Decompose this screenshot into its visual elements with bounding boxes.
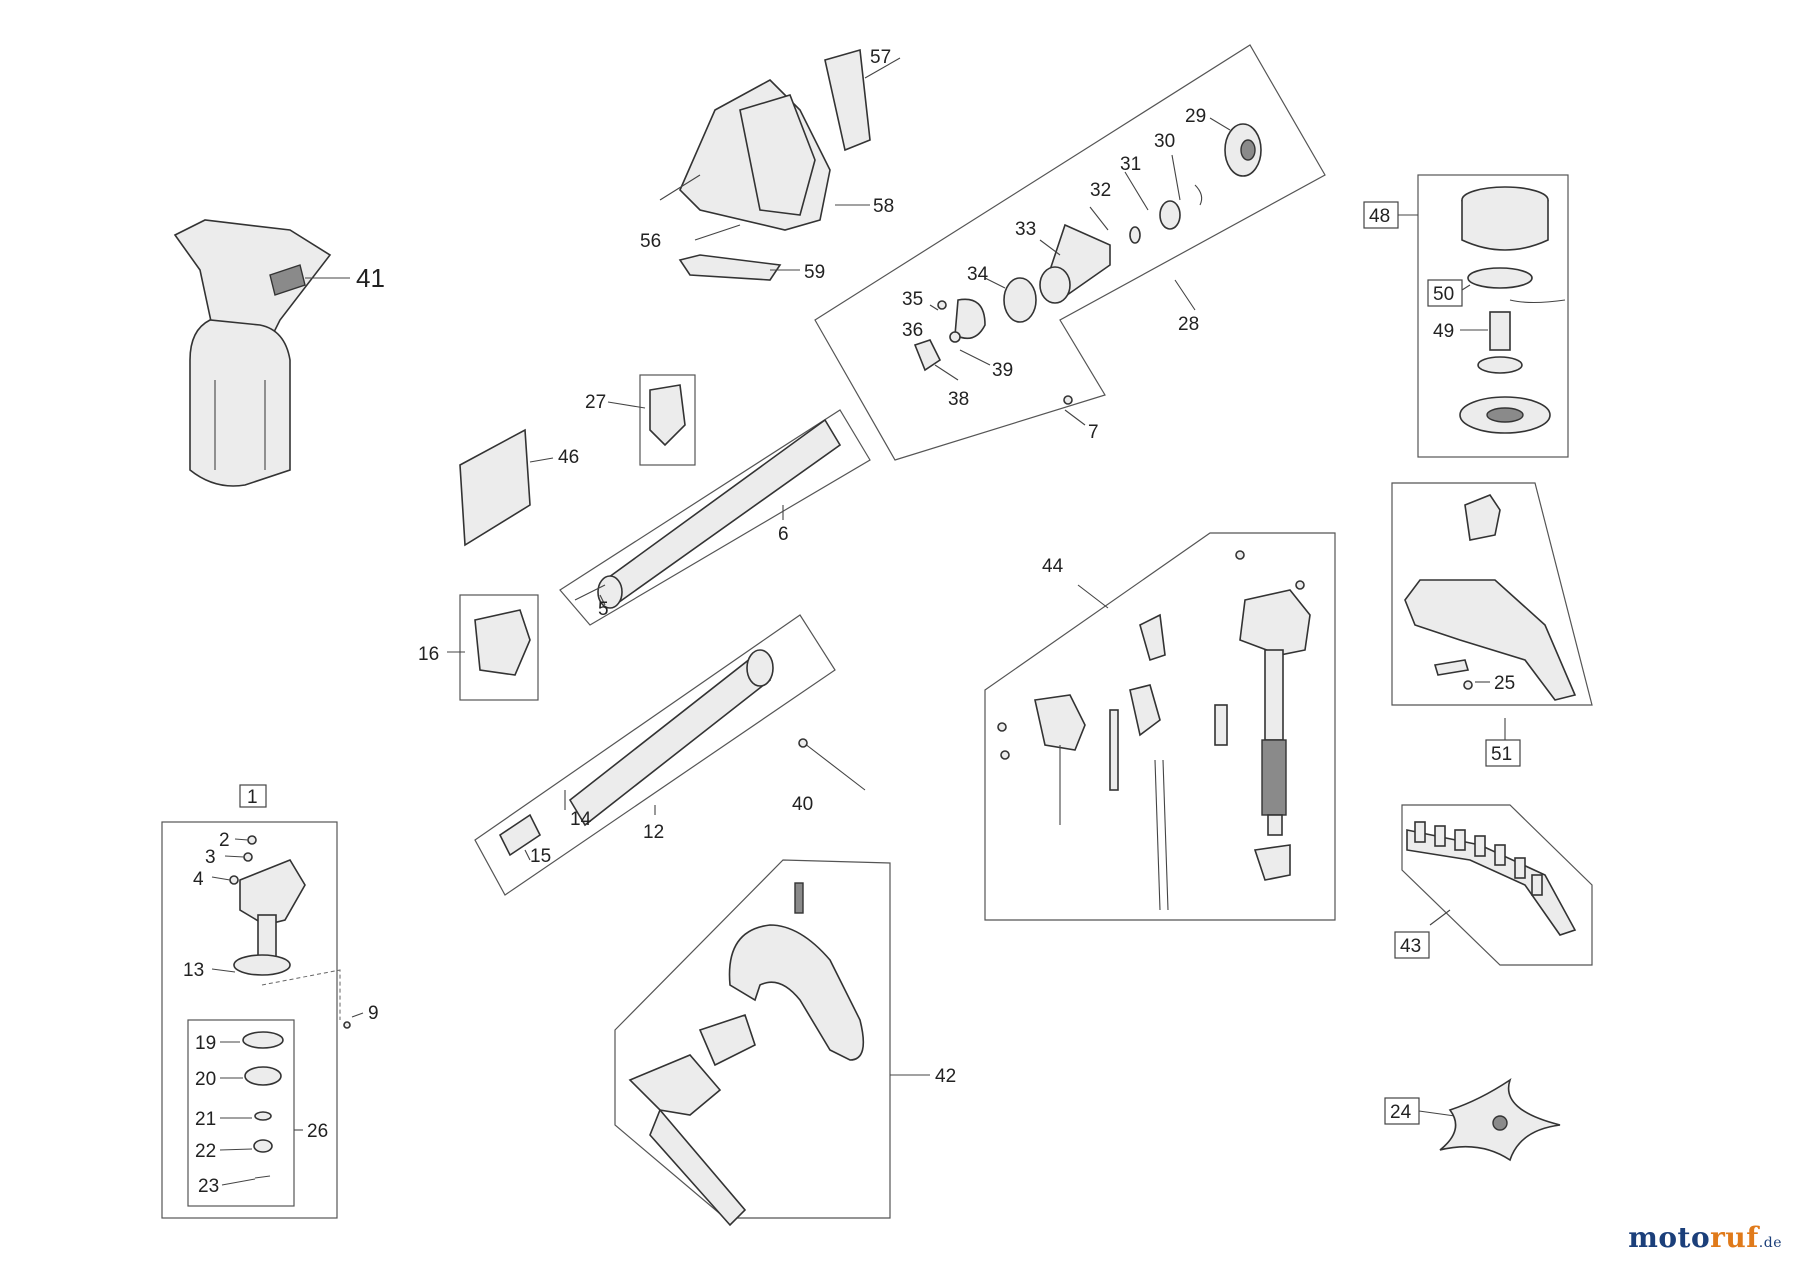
frame-27: [639, 374, 696, 466]
brand-logo: motoruf.de: [1628, 1221, 1782, 1254]
box-label-51-frame: [1485, 739, 1521, 767]
clamp-16: [474, 609, 531, 676]
frame-44: [984, 532, 1336, 921]
label-32: 32: [1090, 180, 1111, 201]
frame-48: [1417, 174, 1569, 458]
label-1: 1: [247, 787, 258, 808]
handle-42: [628, 882, 865, 1227]
clutch-parts: [913, 117, 1262, 426]
label-23: 23: [198, 1176, 219, 1197]
box-label-1-frame: [239, 784, 267, 808]
label-9: 9: [368, 1003, 379, 1024]
label-24: 24: [1390, 1102, 1412, 1123]
frame-42: [614, 859, 891, 1219]
label-12: 12: [643, 822, 664, 843]
cable-tie-40: [799, 739, 866, 791]
label-48: 48: [1369, 206, 1390, 227]
frame-12: [474, 614, 836, 896]
frame-1: [161, 821, 338, 1219]
label-44: 44: [1042, 556, 1064, 577]
label-57: 57: [870, 47, 891, 68]
label-33: 33: [1015, 219, 1036, 240]
label-7: 7: [1088, 422, 1099, 443]
logo-text-part1: moto: [1628, 1221, 1711, 1254]
label-5: 5: [598, 599, 609, 620]
label-16: 16: [418, 644, 439, 665]
throttle-parts-44: [997, 550, 1311, 911]
label-25: 25: [1494, 673, 1515, 694]
label-39: 39: [992, 360, 1013, 381]
harness-41: [173, 219, 350, 487]
label-3: 3: [205, 847, 216, 868]
label-50: 50: [1433, 284, 1454, 305]
gear-head-1: [229, 835, 306, 976]
shaft-12: [568, 653, 772, 827]
label-41: 41: [356, 263, 385, 293]
box-label-50-frame: [1427, 279, 1463, 307]
frame-16: [459, 594, 539, 701]
frame-6: [559, 409, 871, 626]
label-14: 14: [570, 809, 592, 830]
label-56: 56: [640, 231, 661, 252]
label-29: 29: [1185, 106, 1206, 127]
label-46: 46: [558, 447, 579, 468]
frame-51: [1391, 482, 1593, 706]
plate-46: [459, 428, 531, 547]
label-59: 59: [804, 262, 825, 283]
label-27: 27: [585, 392, 606, 413]
box-label-48-frame: [1363, 201, 1399, 229]
clamp-27: [649, 384, 686, 447]
frame-28: [814, 44, 1326, 461]
label-42: 42: [935, 1066, 956, 1087]
label-36: 36: [902, 320, 923, 341]
label-38: 38: [948, 389, 969, 410]
label-40: 40: [792, 794, 813, 815]
label-58: 58: [873, 196, 894, 217]
engine-cover: [659, 48, 901, 281]
guard-51: [1404, 494, 1577, 701]
label-19: 19: [195, 1033, 216, 1054]
fastener-set-26: [242, 1031, 284, 1179]
label-35: 35: [902, 289, 923, 310]
trimmer-head-48: [1459, 186, 1566, 434]
label-22: 22: [195, 1141, 216, 1162]
label-2: 2: [219, 830, 230, 851]
label-34: 34: [967, 264, 989, 285]
logo-text-part2: ruf: [1710, 1221, 1759, 1254]
label-13: 13: [183, 960, 204, 981]
label-30: 30: [1154, 131, 1175, 152]
label-28: 28: [1178, 314, 1199, 335]
label-20: 20: [195, 1069, 216, 1090]
label-15: 15: [530, 846, 551, 867]
frame-43: [1401, 804, 1593, 966]
label-31: 31: [1120, 154, 1141, 175]
tube-15: [498, 813, 542, 857]
label-21: 21: [195, 1109, 216, 1130]
blade-guard-43: [1406, 821, 1577, 936]
dashed-leader: [261, 969, 341, 1020]
label-4: 4: [193, 869, 204, 890]
frame-26: [187, 1019, 295, 1207]
box-label-43-frame: [1394, 931, 1430, 959]
label-26: 26: [307, 1121, 328, 1142]
logo-text-suffix: .de: [1758, 1235, 1782, 1251]
label-6: 6: [778, 524, 789, 545]
label-51: 51: [1491, 744, 1512, 765]
label-43: 43: [1400, 936, 1421, 957]
label-49: 49: [1433, 321, 1454, 342]
